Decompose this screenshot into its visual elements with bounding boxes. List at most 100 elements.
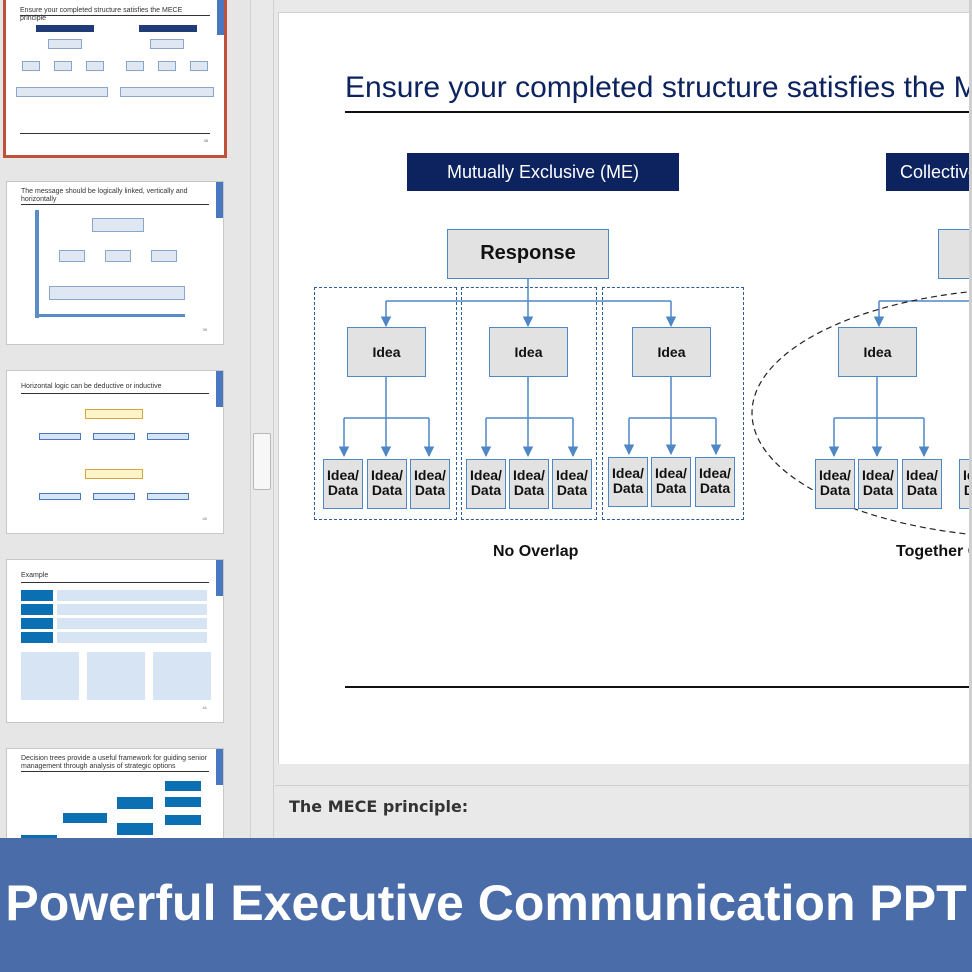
data-line-1: Idea/ <box>862 467 894 483</box>
thumbnail-box <box>85 409 143 419</box>
thumbnail-box <box>92 218 144 232</box>
thumbnail-box <box>86 61 104 71</box>
thumbnail-number: 39 <box>202 327 207 332</box>
thumbnail-box <box>22 61 40 71</box>
thumbnail-scrollbar[interactable] <box>250 0 274 838</box>
response-box[interactable]: Response <box>447 229 609 279</box>
thumbnail-box <box>147 433 189 440</box>
thumbnail-box <box>158 61 176 71</box>
thumbnail-column <box>21 652 79 700</box>
scrollbar-thumb[interactable] <box>253 433 271 490</box>
data-line-1: Idea/ <box>612 465 644 481</box>
slide-canvas[interactable]: Ensure your completed structure satisfie… <box>278 12 972 764</box>
me-data-1-3[interactable]: Idea/Data <box>410 459 450 509</box>
thumbnail-box <box>165 781 201 791</box>
me-idea-2[interactable]: Idea <box>489 327 568 377</box>
data-line-1: Idea/ <box>371 467 403 483</box>
data-line-2: Data <box>906 482 938 498</box>
me-header-box[interactable]: Mutually Exclusive (ME) <box>407 153 679 191</box>
thumbnail-label-context <box>21 590 53 601</box>
me-data-1-1[interactable]: Idea/Data <box>323 459 363 509</box>
thumbnail-title-rule <box>21 582 209 583</box>
thumbnail-box <box>165 815 201 825</box>
me-group-2 <box>461 287 597 520</box>
ce-response-box[interactable] <box>938 229 972 279</box>
thumbnail-row <box>57 604 207 615</box>
thumbnail-box <box>147 493 189 500</box>
me-data-3-1[interactable]: Idea/Data <box>608 457 648 507</box>
thumbnail-title: Ensure your completed structure satisfie… <box>20 7 183 22</box>
thumbnail-title-rule <box>21 771 209 772</box>
thumbnail-title: Decision trees provide a useful framewor… <box>21 755 207 770</box>
notes-text[interactable]: The MECE principle: <box>289 797 469 816</box>
thumbnail-box <box>190 61 208 71</box>
ce-data-2-1[interactable]: Idea/Data <box>959 459 972 509</box>
me-data-3-2[interactable]: Idea/Data <box>651 457 691 507</box>
slide-title[interactable]: Ensure your completed structure satisfie… <box>345 71 972 104</box>
data-line-2: Data <box>513 482 545 498</box>
data-line-1: Idea/ <box>819 467 851 483</box>
data-line-1: Idea/ <box>963 467 972 483</box>
thumbnail-box <box>39 433 81 440</box>
thumbnail-row <box>57 590 207 601</box>
thumbnail-column <box>153 652 211 700</box>
bottom-rule <box>345 686 972 688</box>
ce-header-box[interactable]: Collectively Exhaustive (CE) <box>886 153 972 191</box>
thumbnail-box <box>54 61 72 71</box>
speaker-notes-pane[interactable]: The MECE principle: <box>275 785 972 838</box>
data-line-1: Idea/ <box>470 467 502 483</box>
thumbnail-tab-marker <box>216 182 223 218</box>
thumbnail-box <box>85 469 143 479</box>
thumbnail-row <box>57 618 207 629</box>
slide-thumbnail-38[interactable]: Ensure your completed structure satisfie… <box>3 0 227 158</box>
thumbnail-horizontal-arrow <box>35 314 185 317</box>
tree-connectors <box>338 278 972 536</box>
thumbnail-vertical-arrow <box>35 210 39 318</box>
thumbnail-title: Example <box>21 572 49 579</box>
thumbnail-box <box>151 250 177 262</box>
thumbnail-box <box>21 835 57 838</box>
data-line-2: Data <box>414 482 446 498</box>
me-group-1 <box>314 287 457 520</box>
slide-thumbnail-42[interactable]: Decision trees provide a useful framewor… <box>6 748 224 838</box>
ce-data-1-2[interactable]: Idea/Data <box>858 459 898 509</box>
title-rule <box>345 111 972 113</box>
slide-thumbnail-panel[interactable]: Ensure your completed structure satisfie… <box>0 0 250 838</box>
thumbnail-title-rule <box>20 15 210 16</box>
thumbnail-label-response <box>21 632 53 643</box>
thumbnail-tab-marker <box>216 749 223 785</box>
slide-editor-area[interactable]: Ensure your completed structure satisfie… <box>275 0 972 785</box>
ce-data-1-1[interactable]: Idea/Data <box>815 459 855 509</box>
thumbnail-box <box>165 797 201 807</box>
thumbnail-number: 38 <box>203 138 208 143</box>
data-line-2: Data <box>371 482 403 498</box>
thumbnail-tab-marker <box>216 560 223 596</box>
me-idea-3[interactable]: Idea <box>632 327 711 377</box>
slide-thumbnail-41[interactable]: Example 41 <box>6 559 224 723</box>
me-data-2-1[interactable]: Idea/Data <box>466 459 506 509</box>
slide-thumbnail-39[interactable]: The message should be logically linked, … <box>6 181 224 345</box>
data-line-2: Data <box>470 482 502 498</box>
ce-data-1-3[interactable]: Idea/Data <box>902 459 942 509</box>
data-line-2: Data <box>964 482 972 498</box>
data-line-2: Data <box>819 482 851 498</box>
me-data-1-2[interactable]: Idea/Data <box>367 459 407 509</box>
data-line-2: Data <box>556 482 588 498</box>
data-line-2: Data <box>655 480 687 496</box>
me-caption: No Overlap <box>493 543 579 560</box>
thumbnail-box <box>93 493 135 500</box>
me-data-2-2[interactable]: Idea/Data <box>509 459 549 509</box>
thumbnail-box-row <box>49 286 185 300</box>
ce-idea-1[interactable]: Idea <box>838 327 917 377</box>
data-line-2: Data <box>612 480 644 496</box>
data-line-2: Data <box>862 482 894 498</box>
data-line-1: Idea/ <box>556 467 588 483</box>
thumbnail-title-rule <box>21 204 209 205</box>
me-data-3-3[interactable]: Idea/Data <box>695 457 735 507</box>
me-data-2-3[interactable]: Idea/Data <box>552 459 592 509</box>
me-idea-1[interactable]: Idea <box>347 327 426 377</box>
data-line-1: Idea/ <box>699 465 731 481</box>
slide-thumbnail-40[interactable]: Horizontal logic can be deductive or ind… <box>6 370 224 534</box>
thumbnail-box <box>105 250 131 262</box>
